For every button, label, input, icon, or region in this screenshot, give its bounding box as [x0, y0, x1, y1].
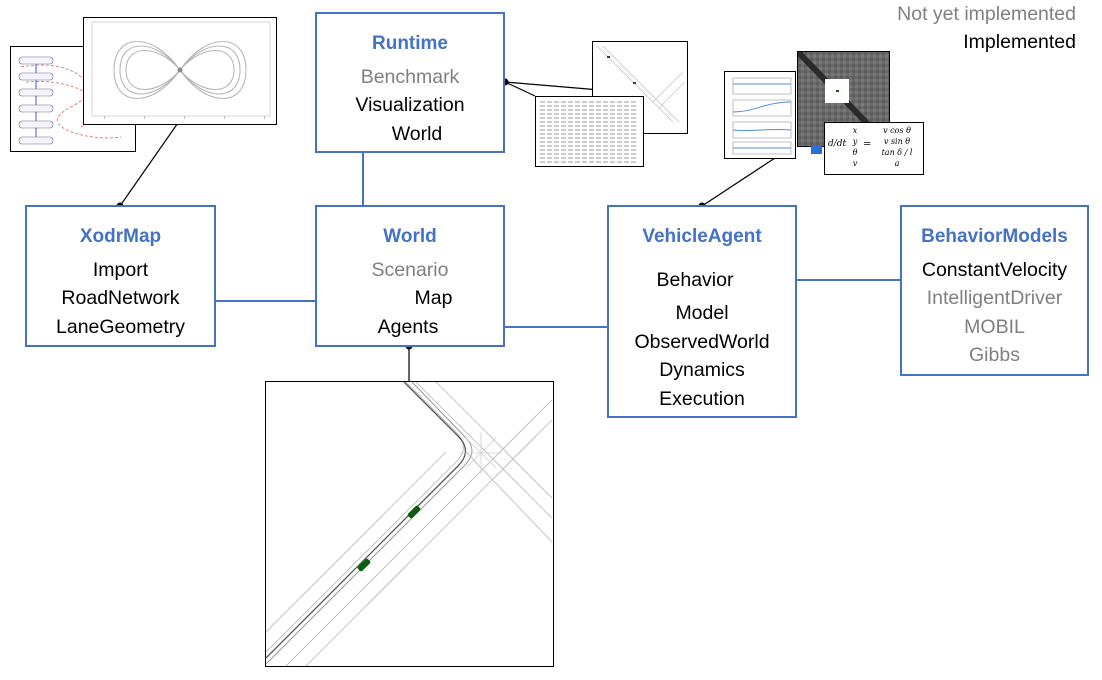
- runtime-item-world: World: [391, 123, 443, 145]
- equals-sign: =: [863, 139, 872, 150]
- behaviormodels-box: BehaviorModels ConstantVelocity Intellig…: [900, 205, 1089, 376]
- equation-lhs: d/dt: [828, 139, 847, 149]
- state-y: y: [852, 137, 858, 146]
- behaviormodels-item-intelligentdriver: IntelligentDriver: [926, 287, 1063, 309]
- xodrmap-box: XodrMap Import RoadNetwork LaneGeometry: [25, 205, 216, 347]
- vehicleagent-item-behavior: Behavior: [656, 269, 734, 291]
- xodrmap-item-roadnetwork: RoadNetwork: [61, 287, 180, 309]
- equation-rhs-vector: v cos θ v sin θ tan δ / l a: [872, 125, 922, 169]
- xodrmap-item-import: Import: [92, 259, 149, 281]
- kinematic-model-equation: d/dt x y θ v = v cos θ v sin θ tan δ / l…: [824, 122, 924, 175]
- legend-not-implemented: Not yet implemented: [897, 3, 1076, 25]
- world-title: World: [383, 226, 437, 247]
- vehicleagent-item-model: Model: [675, 302, 729, 324]
- world-item-scenario: Scenario: [371, 259, 449, 281]
- state-theta: θ: [852, 148, 858, 157]
- vehicleagent-box: VehicleAgent Behavior Model ObservedWorl…: [607, 205, 797, 418]
- world-item-map: Map: [414, 287, 453, 309]
- xodrmap-title: XodrMap: [79, 226, 162, 247]
- rhs-theta: tan δ / l: [881, 148, 913, 157]
- xodrmap-item-lanegeometry: LaneGeometry: [56, 316, 185, 338]
- vehicleagent-title: VehicleAgent: [642, 226, 762, 247]
- colorbar-swatch: [811, 145, 822, 154]
- world-box: World Scenario Map Agents: [315, 205, 505, 347]
- equation-state-vector: x y θ v: [849, 125, 861, 169]
- runtime-title: Runtime: [372, 33, 448, 54]
- world-scene-image: [265, 381, 554, 667]
- runtime-box: Runtime Benchmark Visualization World: [315, 12, 505, 153]
- runtime-item-visualization: Visualization: [355, 94, 465, 116]
- legend-implemented: Implemented: [963, 31, 1076, 53]
- behaviormodels-item-mobil: MOBIL: [964, 316, 1025, 338]
- runtime-thumb-pointer-2: [504, 81, 536, 97]
- dynamics-plots-thumbnail: [724, 71, 796, 159]
- agent-vehicle-2: [357, 558, 371, 572]
- rhs-v: a: [894, 159, 900, 168]
- xodrmap-thumb-pointer: [119, 119, 181, 207]
- behaviormodels-item-constantvelocity: ConstantVelocity: [921, 259, 1068, 281]
- behaviormodels-item-gibbs: Gibbs: [969, 344, 1020, 366]
- vehicleagent-item-execution: Execution: [659, 388, 745, 410]
- state-x: x: [852, 126, 858, 135]
- runtime-thumb-pointer-1: [504, 81, 601, 91]
- rhs-y: v sin θ: [883, 137, 911, 146]
- vehicleagent-item-dynamics: Dynamics: [659, 359, 745, 381]
- benchmark-table-thumbnail: [535, 96, 644, 167]
- state-v: v: [852, 159, 858, 168]
- vehicleagent-item-observedworld: ObservedWorld: [634, 331, 770, 353]
- figure-eight-track-thumbnail: [83, 17, 277, 125]
- world-item-agents: Agents: [377, 316, 439, 338]
- agent-vehicle-1: [407, 505, 421, 519]
- behaviormodels-title: BehaviorModels: [921, 226, 1068, 247]
- rhs-x: v cos θ: [883, 126, 911, 135]
- runtime-item-benchmark: Benchmark: [360, 66, 460, 88]
- vehicleagent-thumb-pointer: [701, 157, 776, 207]
